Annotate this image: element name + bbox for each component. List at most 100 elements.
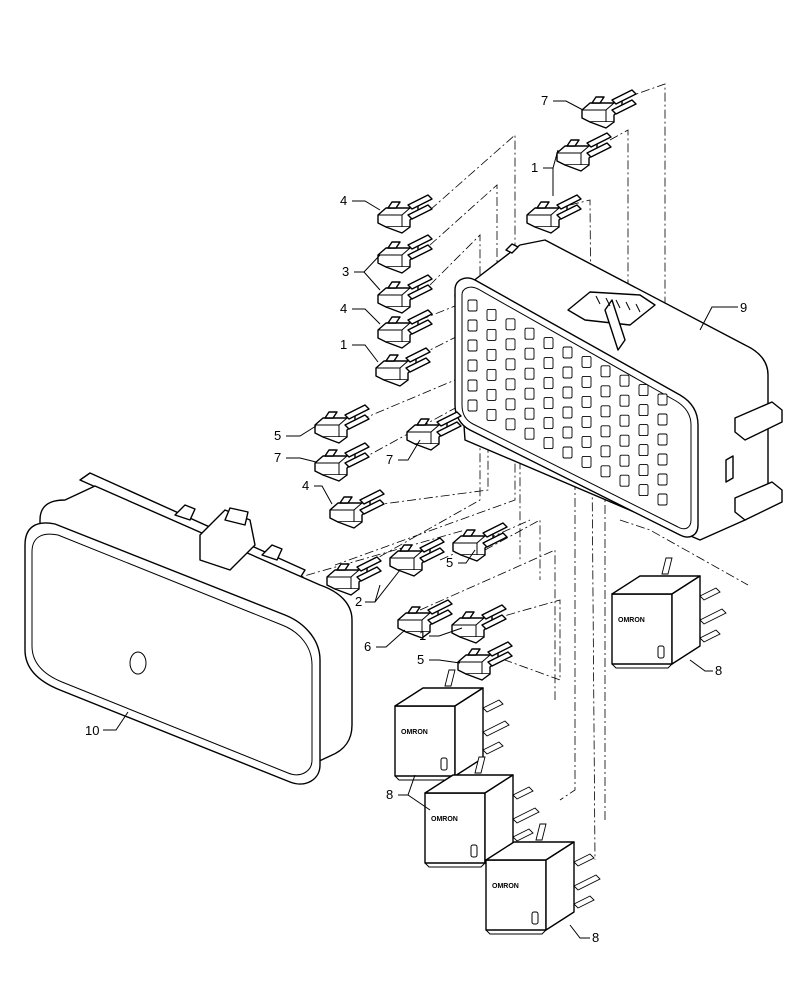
callout-9: 9 bbox=[740, 300, 747, 315]
relay-brand-label: OMRON bbox=[492, 883, 519, 890]
fuse-cavity bbox=[543, 417, 554, 430]
fuse-cavity bbox=[600, 385, 611, 398]
fuse-7-center bbox=[406, 411, 462, 451]
callout-7: 7 bbox=[274, 450, 281, 465]
fuse-cavity bbox=[619, 374, 630, 387]
fuse-3-a bbox=[377, 234, 433, 274]
fuse-cavity bbox=[505, 398, 516, 411]
fuse-cavity bbox=[619, 394, 630, 407]
fuse-cavity bbox=[619, 414, 630, 427]
fuse-cavity bbox=[524, 367, 535, 380]
callout-labels: 7 1 4 3 4 1 9 5 7 7 4 5 2 6 1 5 8 10 8 8 bbox=[85, 93, 747, 945]
fuse-cavity bbox=[486, 388, 497, 401]
fuse-cavity bbox=[600, 405, 611, 418]
fuse-4-lower bbox=[329, 489, 385, 529]
fuse-cavity bbox=[581, 455, 592, 468]
callout-5: 5 bbox=[274, 428, 281, 443]
callout-10: 10 bbox=[85, 723, 99, 738]
fuse-cavity bbox=[467, 379, 478, 392]
chain-lines bbox=[289, 83, 749, 861]
relay-brand-label: OMRON bbox=[618, 617, 645, 624]
fuse-cavity bbox=[505, 378, 516, 391]
fuse-cavity bbox=[638, 444, 649, 457]
callout-7: 7 bbox=[541, 93, 548, 108]
fuse-cavity bbox=[505, 358, 516, 371]
fuse-cavity bbox=[467, 399, 478, 412]
relay-8-c: OMRON bbox=[485, 823, 601, 935]
callout-7: 7 bbox=[386, 452, 393, 467]
relay-8-right: OMRON bbox=[611, 557, 727, 669]
fuse-cavity bbox=[467, 319, 478, 332]
fuse-cavity bbox=[638, 464, 649, 477]
relay-8-a: OMRON bbox=[394, 669, 510, 781]
fuse-cavity bbox=[619, 454, 630, 467]
fuse-cavity bbox=[505, 318, 516, 331]
fuse-2-b bbox=[326, 556, 382, 596]
fuse-cavity bbox=[619, 434, 630, 447]
fuse-cavity bbox=[638, 424, 649, 437]
fuse-cavity bbox=[524, 327, 535, 340]
fuse-cavity bbox=[505, 418, 516, 431]
fuse-1-upper bbox=[526, 194, 582, 234]
fuse-cavity bbox=[657, 453, 668, 466]
relay-8-b: OMRON bbox=[424, 756, 540, 868]
callout-8: 8 bbox=[386, 787, 393, 802]
fuse-3-b bbox=[377, 274, 433, 314]
fuse-4-upper bbox=[377, 194, 433, 234]
fuse-cavity bbox=[524, 407, 535, 420]
fuse-cavity bbox=[581, 395, 592, 408]
fuse-cavity bbox=[657, 473, 668, 486]
fuse-cavity bbox=[543, 357, 554, 370]
fuse-cavity bbox=[581, 435, 592, 448]
fuse-cavity bbox=[543, 437, 554, 450]
fuse-cavity bbox=[524, 387, 535, 400]
callout-3: 3 bbox=[342, 264, 349, 279]
fuse-cavity bbox=[543, 377, 554, 390]
fuse-cavity bbox=[657, 393, 668, 406]
fuse-cavity bbox=[562, 426, 573, 439]
fuse-5-bottom bbox=[457, 641, 513, 681]
fuse-cavity bbox=[562, 386, 573, 399]
fuse-cavity bbox=[657, 413, 668, 426]
callout-4: 4 bbox=[340, 193, 347, 208]
fuse-cavity bbox=[619, 474, 630, 487]
fuse-cavity bbox=[657, 493, 668, 506]
fuse-5-left bbox=[314, 404, 370, 444]
fuse-cavity bbox=[638, 384, 649, 397]
relay-brand-label: OMRON bbox=[401, 729, 428, 736]
fuse-1-middle bbox=[375, 347, 431, 387]
fuse-cavity bbox=[543, 337, 554, 350]
fuse-cavity bbox=[486, 368, 497, 381]
callout-2: 2 bbox=[355, 594, 362, 609]
fuse-cavity bbox=[486, 408, 497, 421]
fuse-1-top bbox=[556, 132, 612, 172]
callout-8: 8 bbox=[715, 663, 722, 678]
callout-4: 4 bbox=[302, 478, 309, 493]
relay-brand-label: OMRON bbox=[431, 816, 458, 823]
fuse-cavity bbox=[562, 406, 573, 419]
fuse-cavity bbox=[600, 365, 611, 378]
fuse-cavity bbox=[600, 465, 611, 478]
fuse-5-lower-right bbox=[452, 522, 508, 562]
fuse-cavity bbox=[562, 346, 573, 359]
fuse-cavity bbox=[467, 299, 478, 312]
callout-8: 8 bbox=[592, 930, 599, 945]
fuse-cavity bbox=[505, 338, 516, 351]
fuse-cavity bbox=[600, 445, 611, 458]
fuse-7-top bbox=[581, 89, 637, 129]
callout-4: 4 bbox=[340, 301, 347, 316]
fuse-cavity bbox=[638, 404, 649, 417]
fuse-1-lower bbox=[451, 604, 507, 644]
fuse-7-left bbox=[314, 442, 370, 482]
fuse-cavity bbox=[562, 366, 573, 379]
fuse-cavity bbox=[562, 446, 573, 459]
fuse-cavity bbox=[486, 328, 497, 341]
callout-1: 1 bbox=[419, 628, 426, 643]
cover-part-10 bbox=[24, 472, 353, 785]
fuse-cavity bbox=[581, 375, 592, 388]
fuse-cavity bbox=[600, 425, 611, 438]
housing-part-9 bbox=[454, 239, 783, 541]
callout-5: 5 bbox=[446, 555, 453, 570]
fuse-cavity bbox=[467, 359, 478, 372]
fuse-cavity bbox=[524, 427, 535, 440]
